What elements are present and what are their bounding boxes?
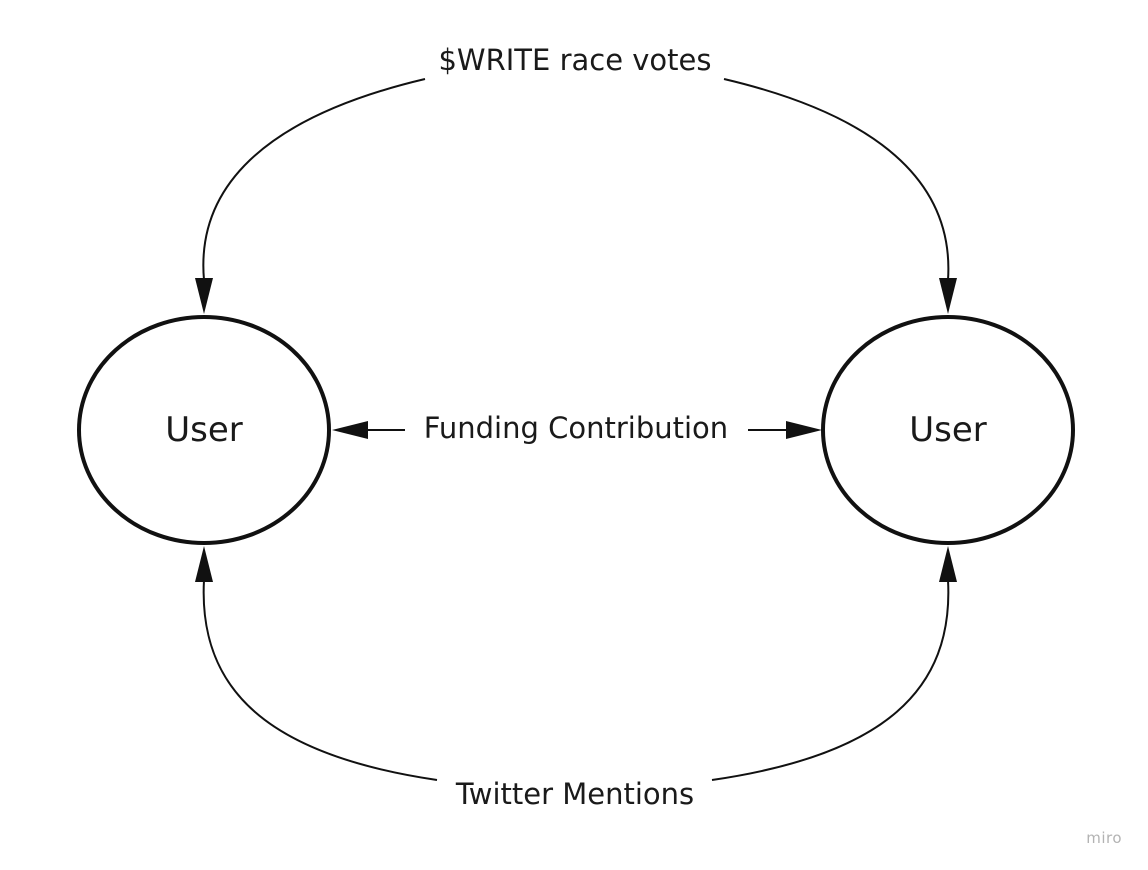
arrowhead-up-left-user-icon: [195, 546, 213, 582]
edge-twitter-mentions-left-curve: [202, 579, 438, 781]
node-user-right: User: [821, 315, 1075, 545]
arrowhead-up-right-user-icon: [939, 546, 957, 582]
miro-watermark: miro: [1086, 829, 1122, 847]
edge-label-write-race-votes: $WRITE race votes: [438, 43, 711, 77]
arrowhead-down-right-user-icon: [939, 278, 957, 314]
node-user-right-ellipse: [821, 315, 1075, 545]
arrowhead-down-left-user-icon: [195, 278, 213, 314]
edge-twitter-mentions: Twitter Mentions: [195, 546, 957, 811]
node-user-left-label: User: [165, 410, 243, 450]
edge-funding-contribution: Funding Contribution: [332, 411, 822, 445]
node-user-right-label: User: [909, 410, 987, 450]
edge-label-funding-contribution: Funding Contribution: [424, 411, 728, 445]
edge-write-race-votes-left-curve: [202, 78, 426, 281]
edge-twitter-mentions-right-curve: [711, 579, 950, 781]
arrowhead-left-icon: [332, 421, 368, 439]
edge-write-race-votes: $WRITE race votes: [195, 43, 957, 314]
arrowhead-right-icon: [786, 421, 822, 439]
node-user-left-ellipse: [77, 315, 331, 545]
node-user-left: User: [77, 315, 331, 545]
edge-label-twitter-mentions: Twitter Mentions: [455, 777, 694, 811]
edge-write-race-votes-right-curve: [723, 78, 950, 281]
